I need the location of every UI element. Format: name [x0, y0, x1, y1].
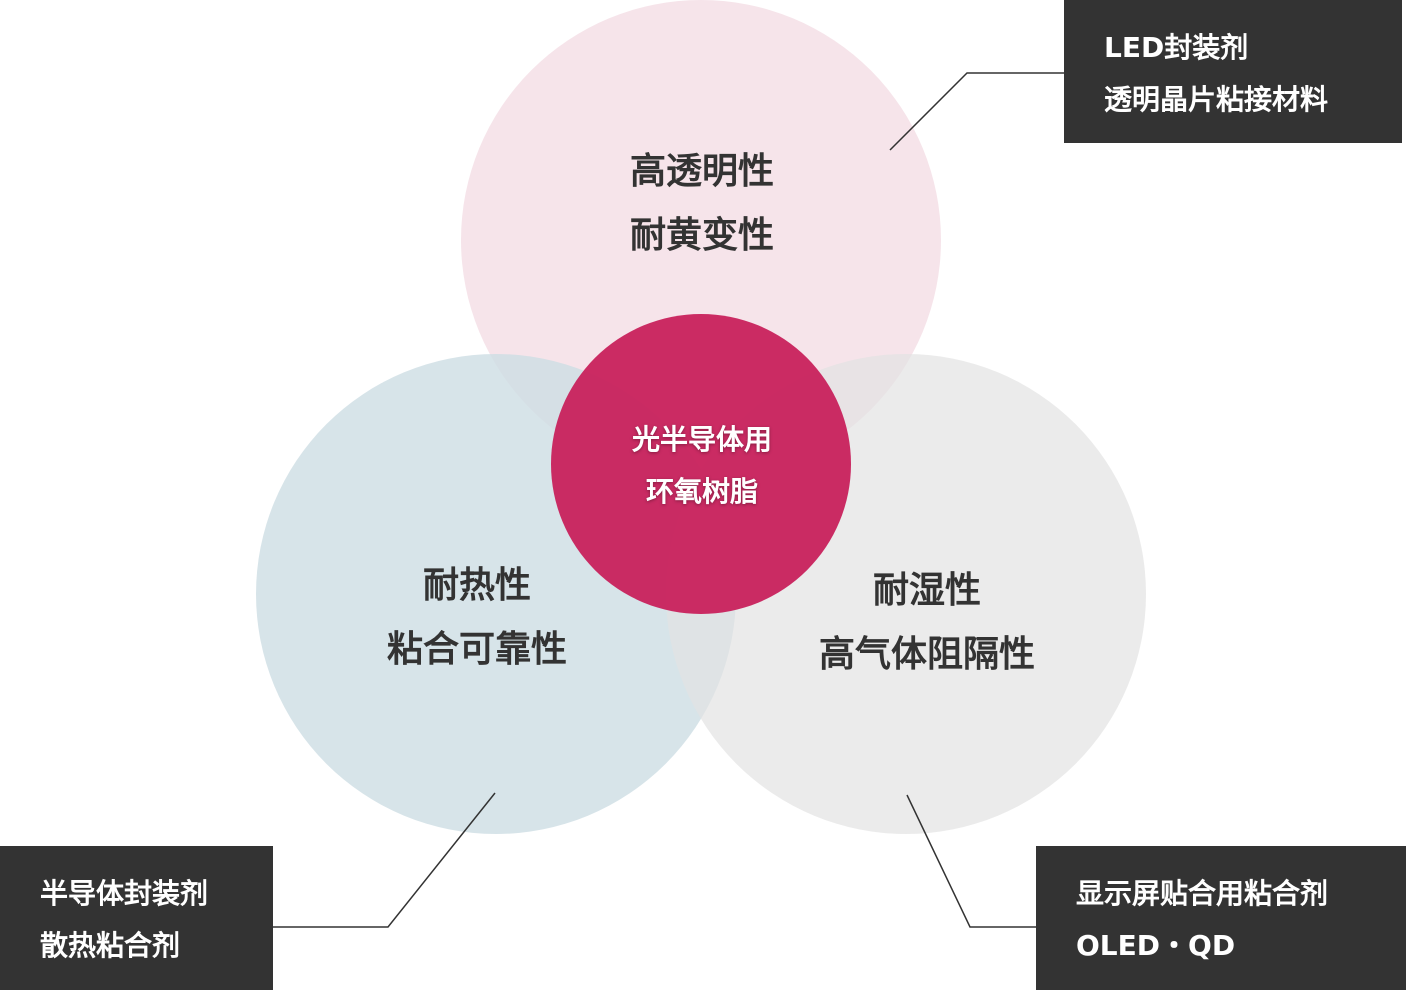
callout-line: 透明晶片粘接材料 — [1104, 83, 1329, 116]
label-line: 耐黄变性 — [629, 215, 775, 256]
label-line: 耐湿性 — [872, 570, 982, 611]
label-line: 粘合可靠性 — [386, 629, 568, 670]
label-top-circle: 高透明性 耐黄变性 — [630, 140, 774, 268]
callout-line: 显示屏贴合用粘合剂 — [1076, 877, 1329, 910]
label-line: 环氧树脂 — [645, 475, 759, 508]
label-line: 耐热性 — [422, 565, 532, 606]
callout-line: LED封装剂 — [1104, 31, 1249, 64]
label-line: 光半导体用 — [631, 423, 773, 456]
callout-line: 半导体封装剂 — [40, 877, 209, 910]
callout-bottom-left: 半导体封装剂 散热粘合剂 — [0, 846, 273, 990]
leader-line-top-right — [889, 72, 1064, 151]
label-left-circle: 耐热性 粘合可靠性 — [387, 554, 567, 682]
circle-center-epoxy — [551, 314, 851, 614]
label-line: 高气体阻隔性 — [818, 634, 1036, 675]
label-line: 高透明性 — [629, 151, 775, 192]
label-center-circle: 光半导体用 环氧树脂 — [632, 414, 772, 518]
callout-line: OLED・QD — [1076, 929, 1236, 962]
label-right-circle: 耐湿性 高气体阻隔性 — [819, 559, 1035, 687]
callout-top-right: LED封装剂 透明晶片粘接材料 — [1064, 0, 1402, 143]
callout-bottom-right: 显示屏贴合用粘合剂 OLED・QD — [1036, 846, 1406, 990]
leader-line-bottom-left — [273, 792, 496, 928]
callout-line: 散热粘合剂 — [40, 929, 181, 962]
leader-line-bottom-right — [906, 794, 1036, 928]
circle-transparency — [461, 0, 941, 480]
